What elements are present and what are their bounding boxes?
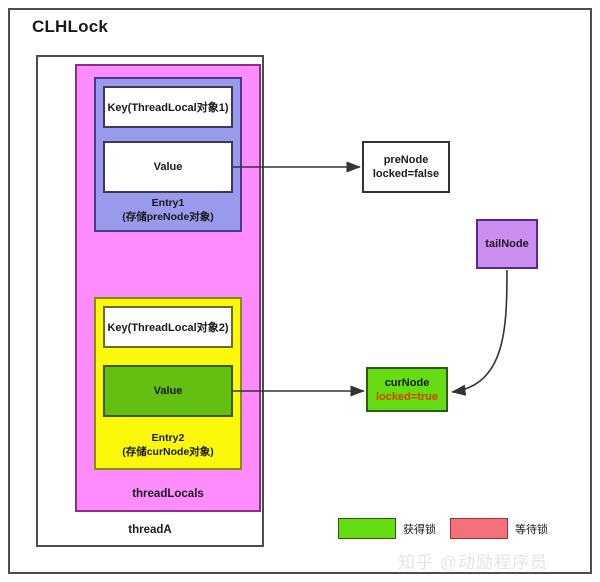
tailnode-name: tailNode (485, 238, 529, 250)
entry1-note: (存储preNode对象) (122, 211, 214, 223)
entry2-note: (存储curNode对象) (122, 446, 214, 458)
entry1-key-slot: Key(ThreadLocal对象1) (103, 86, 233, 128)
page-title: CLHLock (32, 17, 109, 36)
entry2-caption: Entry2 (存储curNode对象) (94, 431, 242, 459)
legend: 获得锁 等待锁 (338, 518, 548, 539)
thread-a-label: threadA (128, 524, 172, 536)
legend-item-acquired: 获得锁 (338, 518, 436, 539)
prenode-box: preNode locked=false (362, 141, 450, 193)
legend-item-waiting: 等待锁 (450, 518, 548, 539)
watermark: 知乎 @动励程序员 (398, 553, 548, 572)
legend-label-acquired: 获得锁 (403, 523, 436, 536)
legend-swatch-waiting (450, 518, 508, 539)
legend-label-waiting: 等待锁 (515, 523, 548, 536)
curnode-box: curNode locked=true (366, 367, 448, 412)
legend-swatch-acquired (338, 518, 396, 539)
prenode-state: locked=false (372, 168, 440, 180)
arrow-tailnode-to-curnode (451, 269, 508, 396)
entry1-name: Entry1 (151, 197, 185, 209)
entry1-value-slot: Value (103, 141, 233, 193)
threadlocals-label: threadLocals (132, 488, 204, 500)
tailnode-box: tailNode (476, 219, 538, 269)
prenode-name: preNode (383, 154, 429, 166)
entry2-value-slot: Value (103, 365, 233, 417)
curnode-state: locked=true (375, 390, 439, 403)
entry2-name: Entry2 (151, 432, 185, 444)
entry2-key-slot: Key(ThreadLocal对象2) (103, 306, 233, 348)
curnode-name: curNode (384, 376, 430, 389)
entry1-caption: Entry1 (存储preNode对象) (94, 196, 242, 224)
